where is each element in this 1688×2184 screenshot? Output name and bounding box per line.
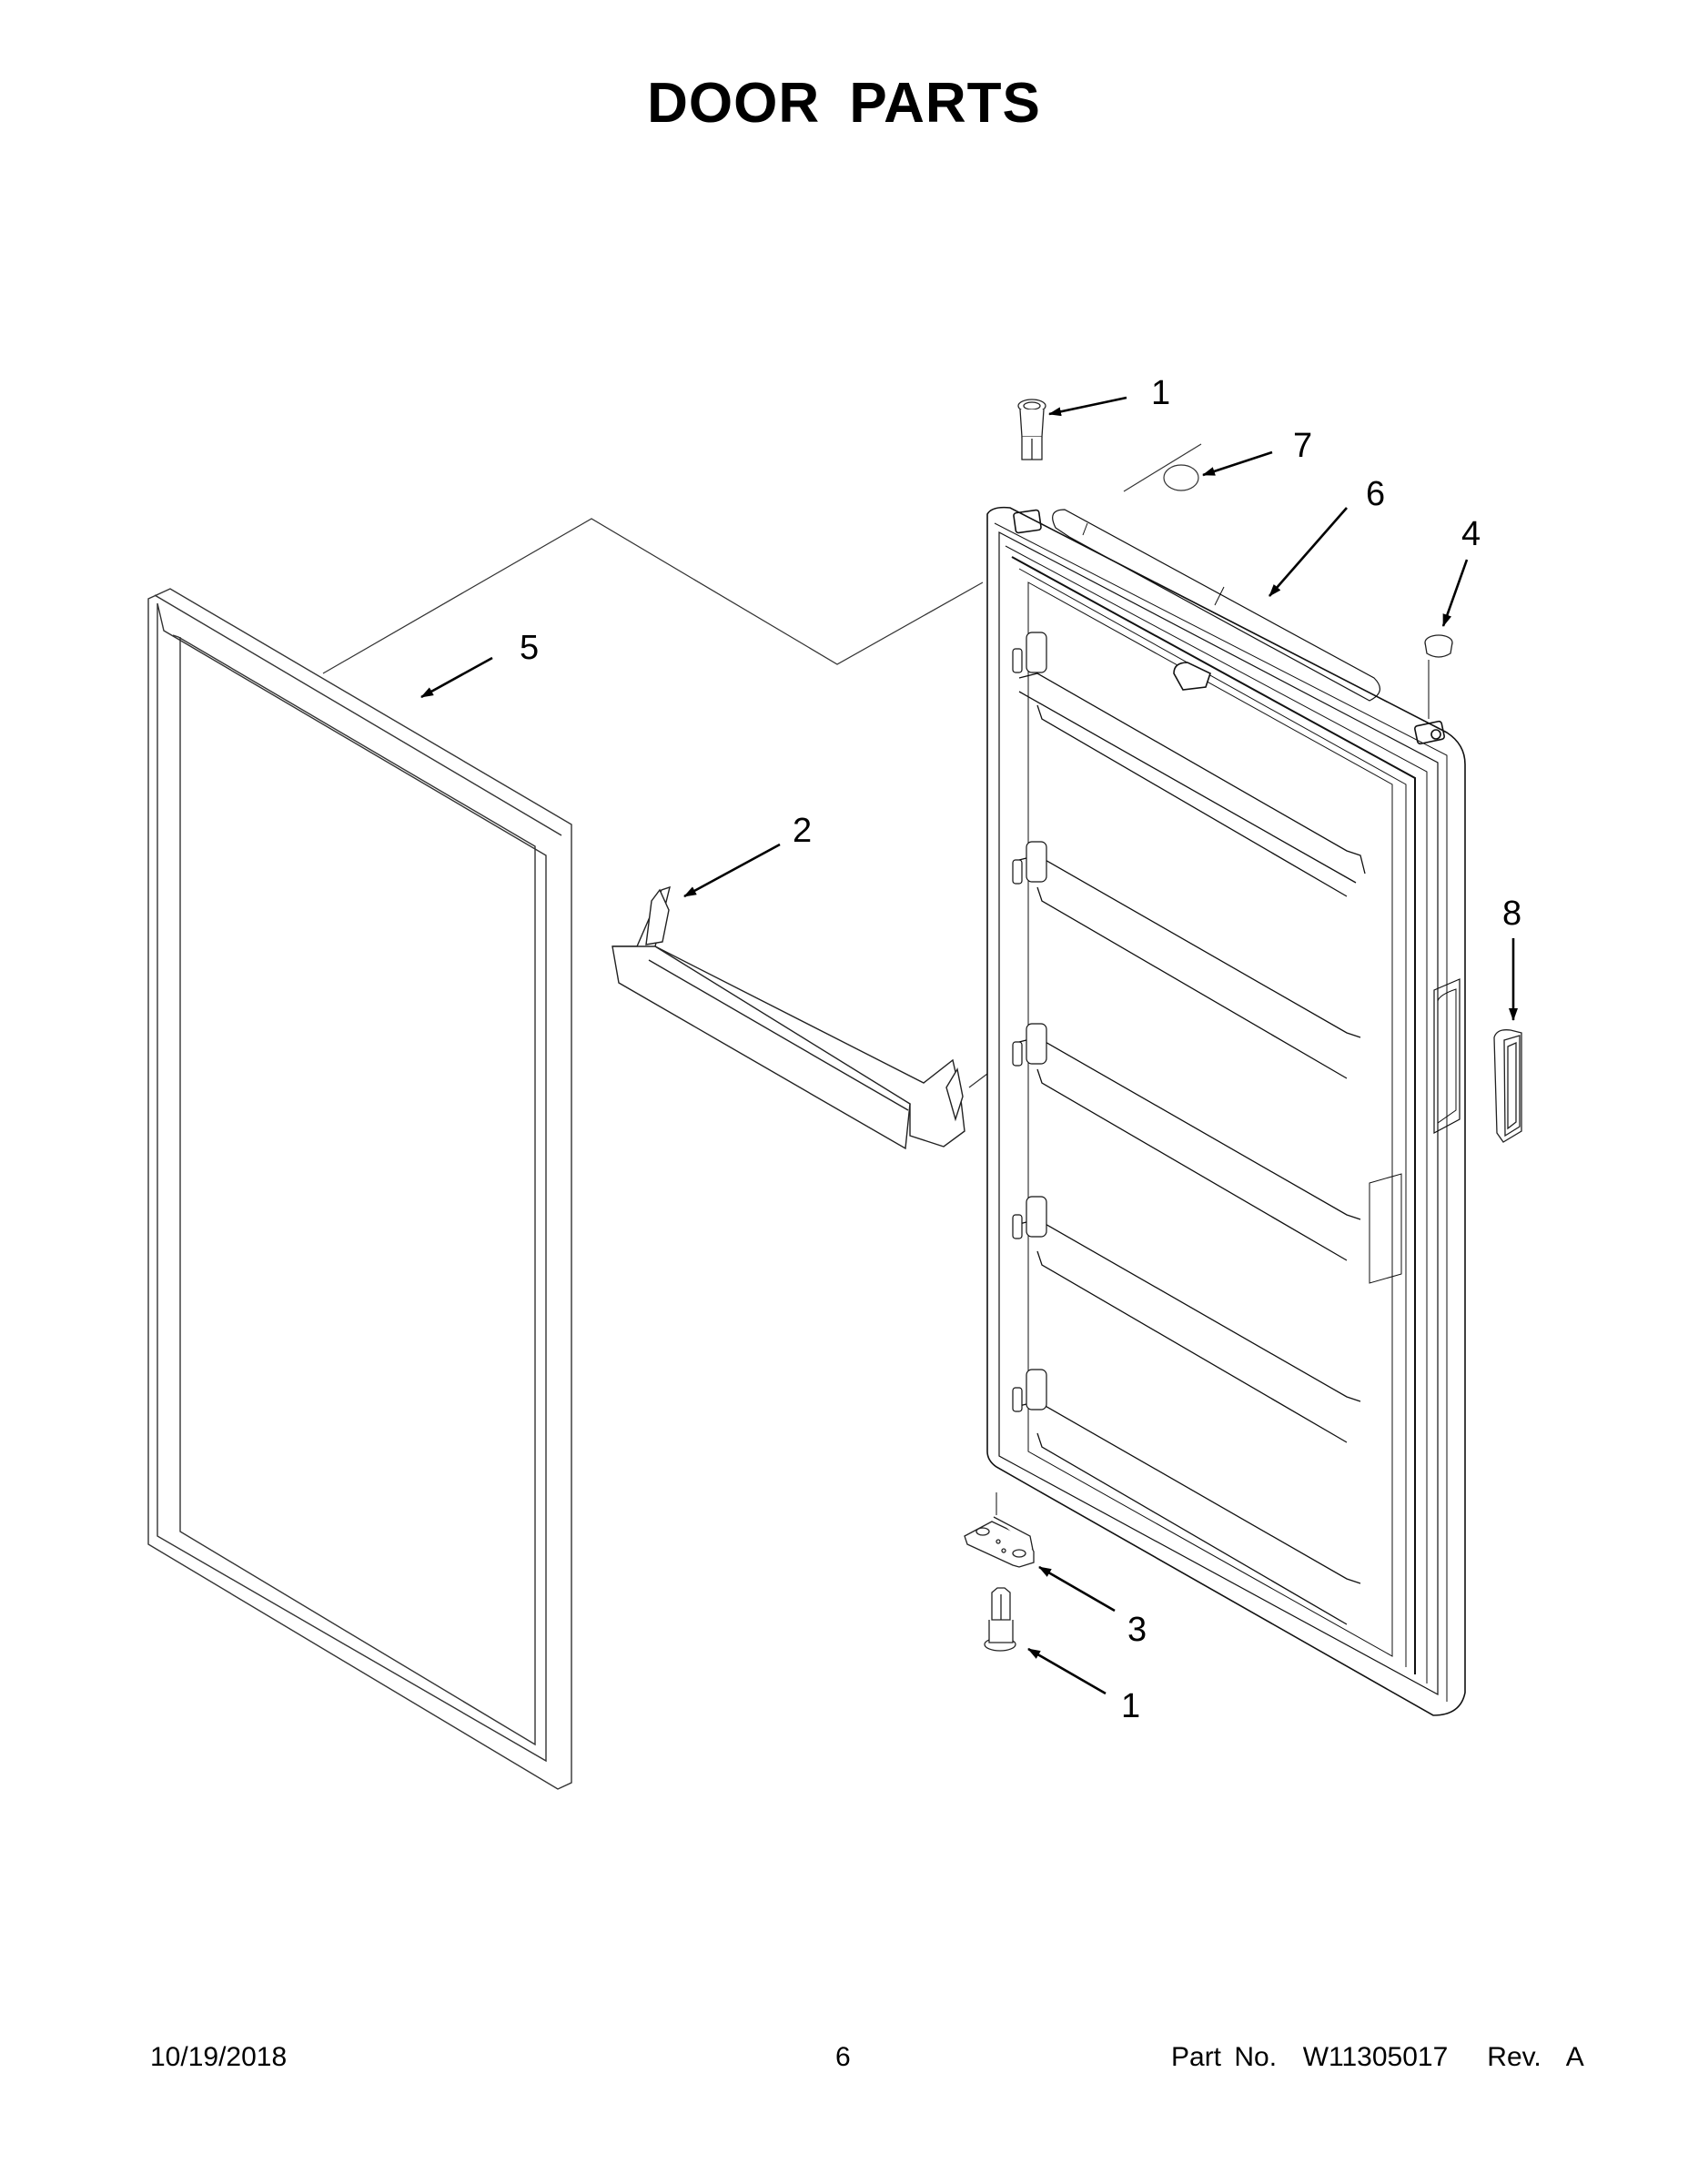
hinge-cap-part-4: [1424, 634, 1453, 658]
callout-4: 4: [1461, 515, 1481, 553]
callout-arrows: [420, 396, 1518, 1695]
callout-7: 7: [1293, 427, 1313, 465]
callout-1-top: 1: [1151, 374, 1171, 412]
callout-5: 5: [520, 629, 540, 667]
hinge-bushing-top-part-1: [1017, 399, 1046, 460]
page-title: DOOR PARTS: [647, 72, 1041, 135]
bottom-hinge-part-3: [964, 1516, 1035, 1568]
callout-6: 6: [1366, 475, 1386, 513]
footer-part-number: Part No. W11305017 Rev. A: [1171, 2042, 1584, 2072]
door-shelf-part-2: [612, 885, 965, 1150]
callout-8: 8: [1502, 895, 1522, 933]
door-handle-part-8: [1493, 1029, 1522, 1143]
footer-date: 10/19/2018: [150, 2042, 288, 2072]
callout-1-bottom: 1: [1121, 1687, 1141, 1725]
footer-page-number: 6: [835, 2042, 851, 2072]
callout-3: 3: [1127, 1611, 1147, 1649]
door-assembly-part-6: [986, 506, 1466, 1716]
round-cover-part-7: [1163, 464, 1199, 491]
callout-2: 2: [793, 812, 813, 850]
hinge-bushing-bottom-part-1: [984, 1587, 1016, 1652]
door-gasket-part-5: [147, 588, 572, 1790]
